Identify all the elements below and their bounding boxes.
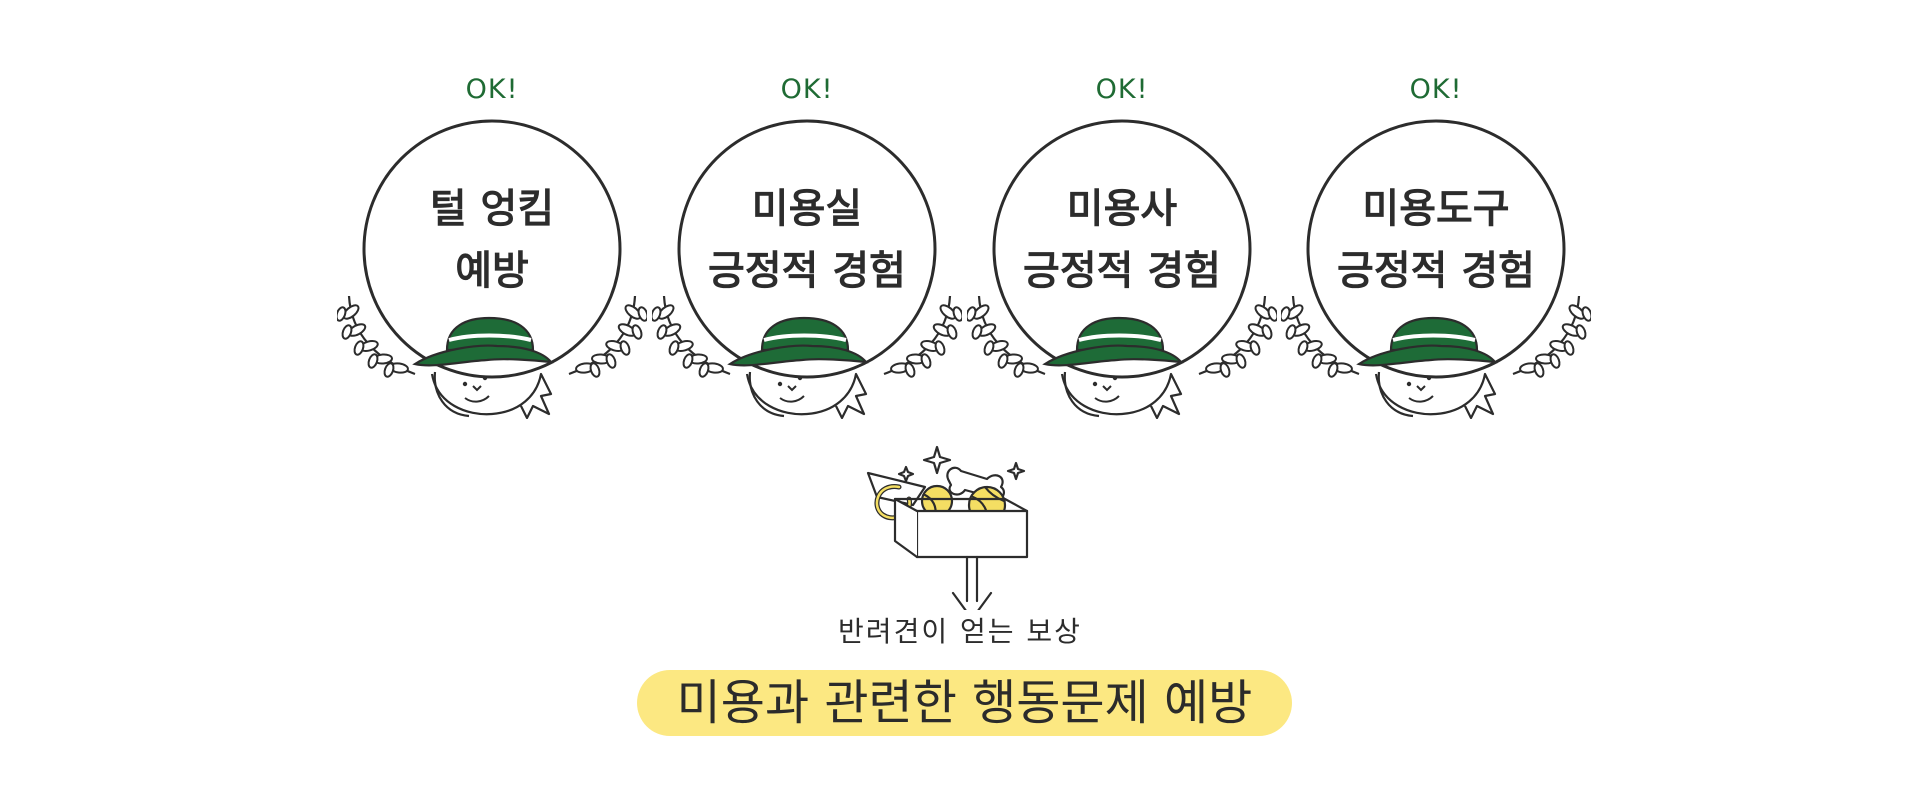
badge-title-line1: 미용도구: [1362, 186, 1510, 232]
badge-groomer-experience: OK! 미용사 긍정적 경험: [967, 74, 1277, 419]
badge-title-line2: 예방: [455, 248, 529, 294]
badge-hair-tangle: OK! 털 엉킴 예방: [337, 74, 647, 419]
toy-box-icon: [866, 445, 1029, 621]
badge-title-line2: 긍정적 경험: [1023, 248, 1221, 294]
ok-label: OK!: [1409, 74, 1463, 105]
badge-title-line2: 긍정적 경험: [708, 248, 906, 294]
badge-illustration-icon: [652, 119, 962, 419]
ok-label: OK!: [780, 74, 834, 105]
ok-label: OK!: [1095, 74, 1149, 105]
badge-illustration-icon: [1281, 119, 1591, 419]
badge-title-line1: 미용실: [751, 186, 863, 232]
badge-tools-experience: OK! 미용도구 긍정적 경험: [1281, 74, 1591, 419]
summary-highlight: 미용과 관련한 행동문제 예방: [637, 670, 1292, 736]
badge-title-line1: 털 엉킴: [429, 186, 555, 232]
badge-title-line1: 미용사: [1066, 186, 1178, 232]
ok-label: OK!: [465, 74, 519, 105]
reward-illustration: [865, 435, 1035, 621]
badge-salon-experience: OK! 미용실 긍정적 경험: [652, 74, 962, 419]
badge-illustration-icon: [967, 119, 1277, 419]
badge-title-line2: 긍정적 경험: [1337, 248, 1535, 294]
reward-caption: 반려견이 얻는 보상: [838, 615, 1082, 648]
badge-illustration-icon: [337, 119, 647, 419]
